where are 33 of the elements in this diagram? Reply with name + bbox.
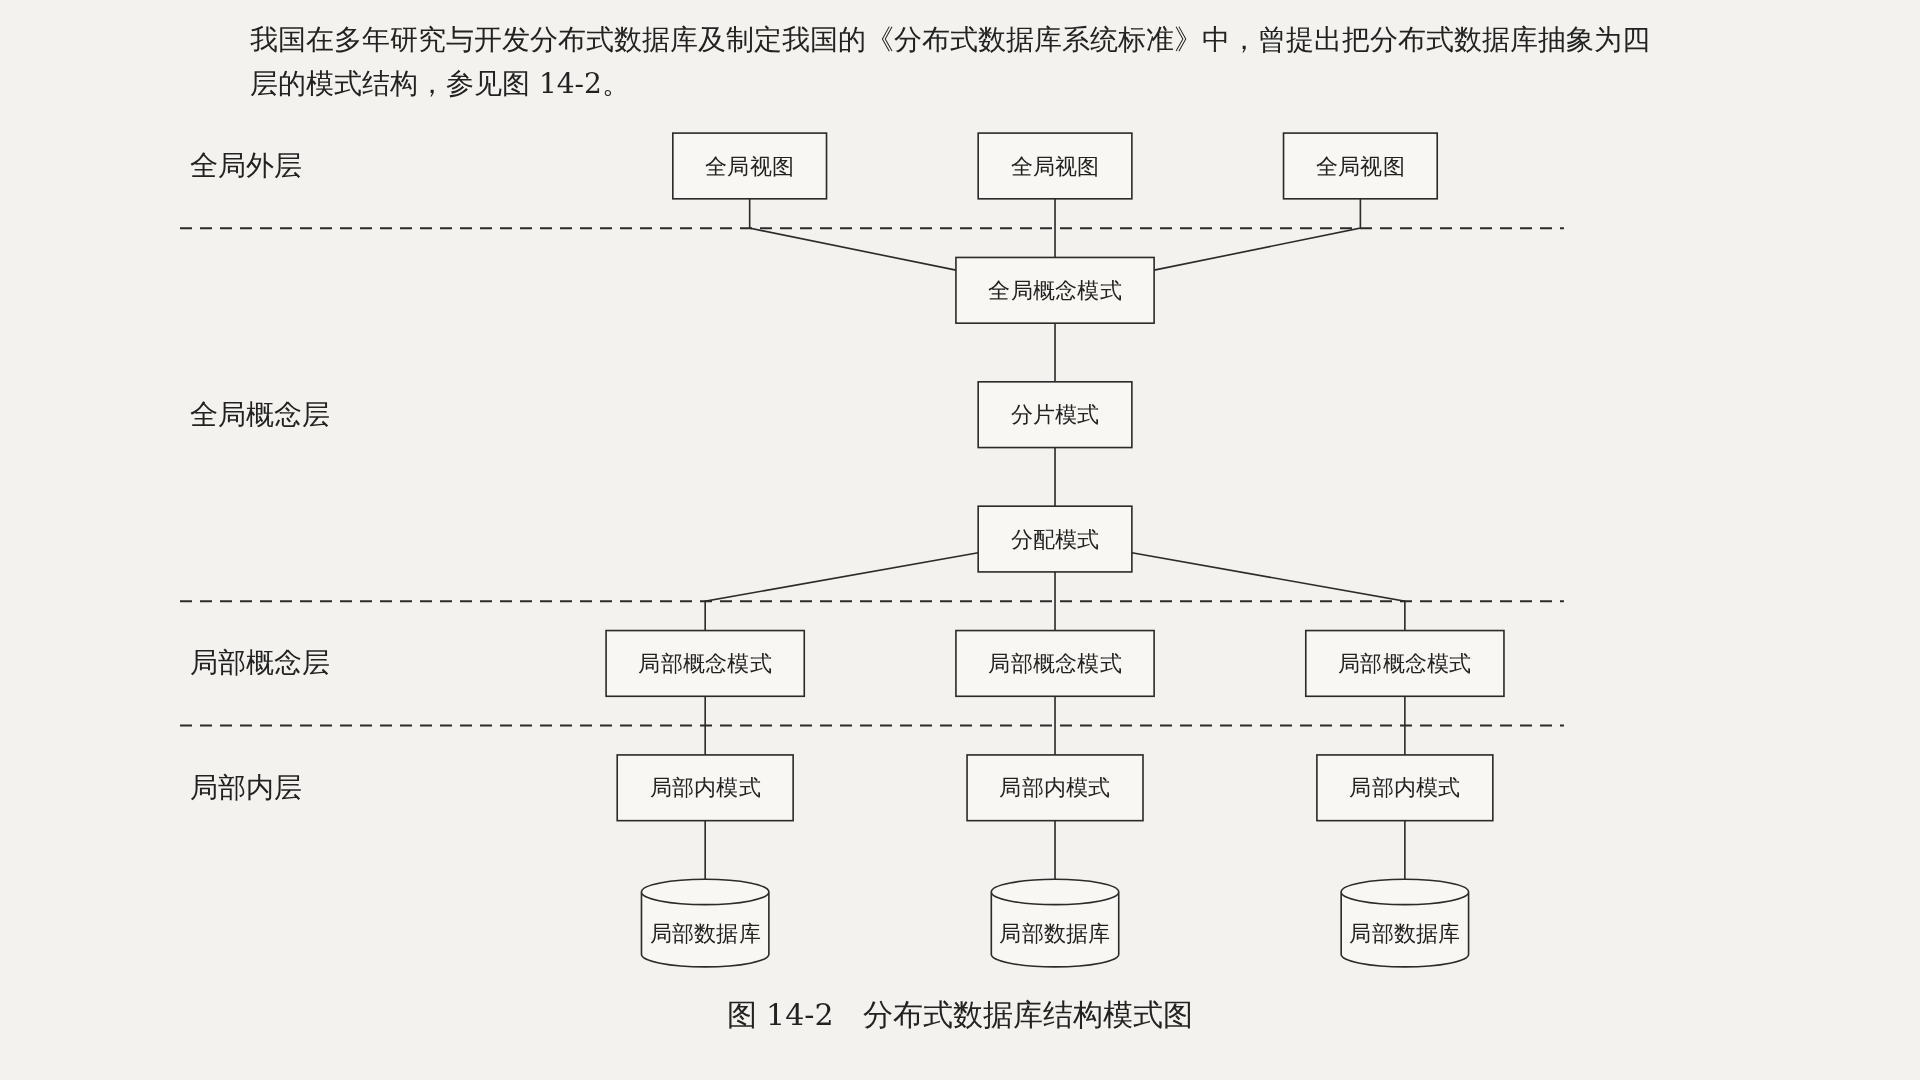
layer-label: 局部内层 xyxy=(190,769,302,806)
connector xyxy=(1054,695,1056,756)
schema-box: 全局概念模式 xyxy=(955,256,1155,324)
schema-box: 全局视图 xyxy=(1282,132,1438,200)
connector xyxy=(1404,819,1406,881)
schema-box: 全局视图 xyxy=(977,132,1133,200)
schema-box: 局部内模式 xyxy=(616,754,794,822)
connector xyxy=(704,819,706,881)
schema-box: 分配模式 xyxy=(977,505,1133,573)
connector xyxy=(1131,551,1406,632)
schema-box: 局部内模式 xyxy=(966,754,1144,822)
layer-label: 全局外层 xyxy=(190,147,302,184)
connector xyxy=(1054,322,1056,383)
database-cylinder: 局部数据库 xyxy=(990,878,1120,968)
figure-caption: 图 14-2 分布式数据库结构模式图 xyxy=(725,996,1195,1034)
connector xyxy=(1054,819,1056,881)
schema-box: 局部概念模式 xyxy=(605,629,806,698)
layer-label: 全局概念层 xyxy=(190,396,330,433)
database-cylinder: 局部数据库 xyxy=(1340,878,1470,968)
connector xyxy=(1054,571,1056,632)
schema-box: 局部概念模式 xyxy=(955,629,1155,698)
layer-label: 局部概念层 xyxy=(190,645,330,682)
connector xyxy=(1054,198,1056,259)
schema-box: 局部内模式 xyxy=(1316,754,1494,822)
schema-box: 分片模式 xyxy=(977,381,1133,449)
schema-box: 全局视图 xyxy=(672,132,828,200)
database-cylinder: 局部数据库 xyxy=(640,878,770,968)
connector xyxy=(1404,695,1406,756)
connector xyxy=(704,695,706,756)
body-paragraph: 我国在多年研究与开发分布式数据库及制定我国的《分布式数据库系统标准》中，曾提出把分布式数据库抽象为四层的模式结构，参见图 14-2。 xyxy=(250,22,1651,102)
schema-box: 局部概念模式 xyxy=(1304,629,1505,698)
connector xyxy=(704,551,979,632)
connector xyxy=(1054,446,1056,507)
